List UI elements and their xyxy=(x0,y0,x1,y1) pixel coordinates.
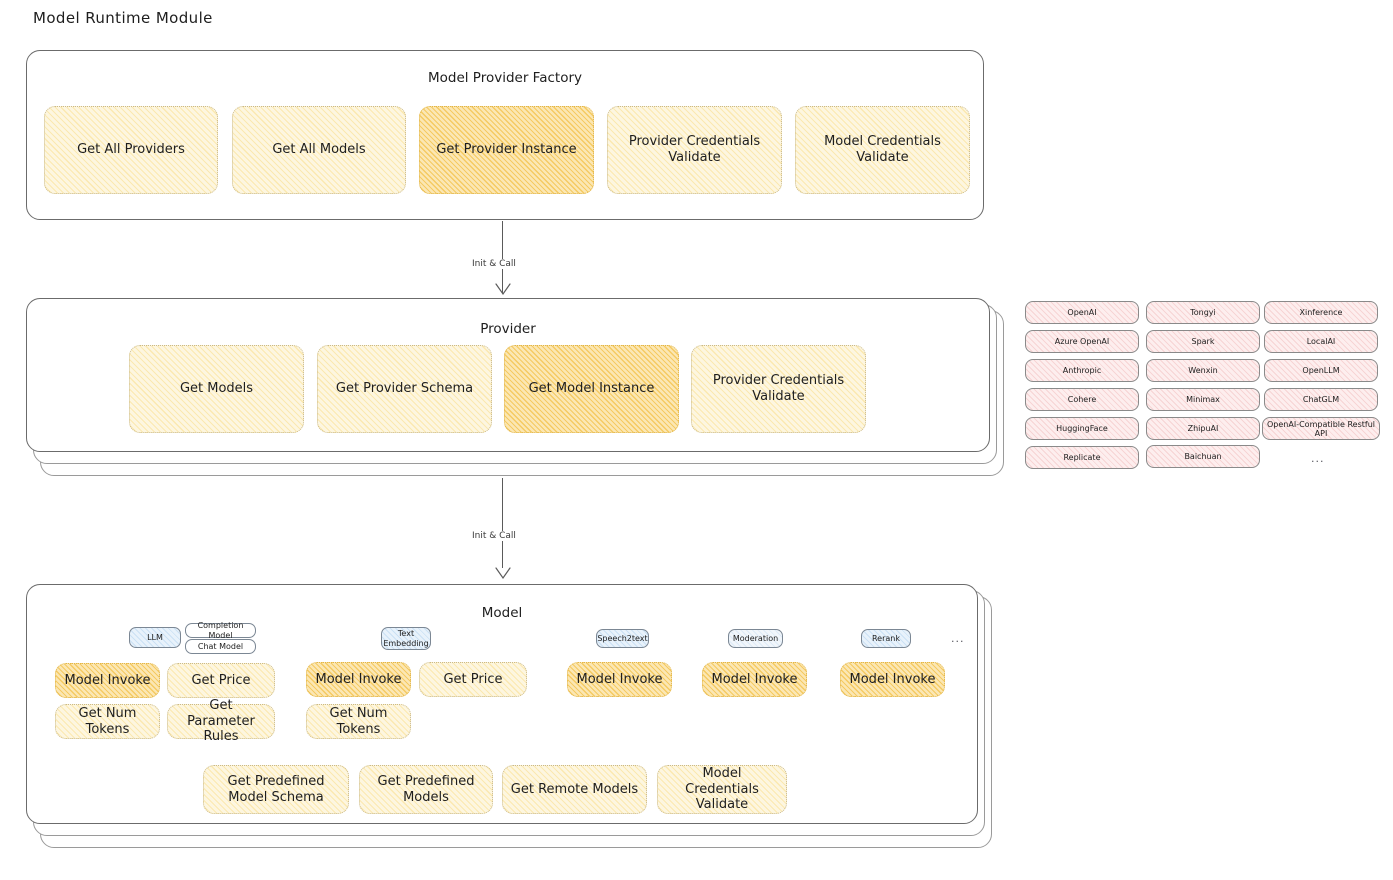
capability-pill-llm[interactable]: LLM xyxy=(129,627,181,648)
provider-pill-xinference[interactable]: Xinference xyxy=(1264,301,1378,324)
llm-box-get-price[interactable]: Get Price xyxy=(167,663,275,698)
factory-box-provider-credentials-validate[interactable]: Provider Credentials Validate xyxy=(607,106,782,194)
provider-pill-openai-compatible-restful-api[interactable]: OpenAI-Compatible Restful API xyxy=(1262,417,1380,440)
arrow-factory-to-provider-head xyxy=(495,283,511,296)
capability-pill-speech2text[interactable]: Speech2text xyxy=(596,629,649,648)
arrow-provider-to-model-head xyxy=(495,567,511,580)
capability-pill-text-embedding[interactable]: Text Embedding xyxy=(381,627,431,650)
arrow-factory-to-provider-label: Init & Call xyxy=(468,251,520,270)
capability-subpill-chat-model[interactable]: Chat Model xyxy=(185,639,256,654)
llm-box-get-parameter-rules[interactable]: Get Parameter Rules xyxy=(167,698,275,744)
provider-pill-chatglm[interactable]: ChatGLM xyxy=(1264,388,1378,411)
capability-pill-rerank[interactable]: Rerank xyxy=(861,629,911,648)
provider-pill-openai[interactable]: OpenAI xyxy=(1025,301,1139,324)
moderation-box-model-invoke[interactable]: Model Invoke xyxy=(702,662,807,697)
arrow-provider-to-model-label: Init & Call xyxy=(468,523,520,542)
model-title: Model xyxy=(481,605,523,621)
llm-box-get-num-tokens[interactable]: Get Num Tokens xyxy=(55,704,160,739)
arrow-label-text: Init & Call xyxy=(468,259,520,269)
text-embedding-box-get-price[interactable]: Get Price xyxy=(419,662,527,697)
provider-pill-localai[interactable]: LocalAI xyxy=(1264,330,1378,353)
page-title: Model Runtime Module xyxy=(33,9,213,27)
provider-box-get-model-instance[interactable]: Get Model Instance xyxy=(504,345,679,433)
provider-pill-zhipuai[interactable]: ZhipuAI xyxy=(1146,417,1260,440)
provider-box-provider-credentials-validate[interactable]: Provider Credentials Validate xyxy=(691,345,866,433)
capability-pill-moderation[interactable]: Moderation xyxy=(728,629,783,648)
llm-box-model-invoke[interactable]: Model Invoke xyxy=(55,663,160,698)
model-box-get-remote-models[interactable]: Get Remote Models xyxy=(502,765,647,814)
provider-pill-baichuan[interactable]: Baichuan xyxy=(1146,445,1260,468)
arrow-factory-to-provider-line xyxy=(502,221,504,293)
provider-pill-tongyi[interactable]: Tongyi xyxy=(1146,301,1260,324)
rerank-box-model-invoke[interactable]: Model Invoke xyxy=(840,662,945,697)
model-capabilities-more-ellipsis: ... xyxy=(951,632,965,645)
provider-pill-spark[interactable]: Spark xyxy=(1146,330,1260,353)
provider-pill-anthropic[interactable]: Anthropic xyxy=(1025,359,1139,382)
text-embedding-box-get-num-tokens[interactable]: Get Num Tokens xyxy=(306,704,411,739)
provider-box-get-provider-schema[interactable]: Get Provider Schema xyxy=(317,345,492,433)
model-box-model-credentials-validate[interactable]: Model Credentials Validate xyxy=(657,765,787,814)
provider-pill-cohere[interactable]: Cohere xyxy=(1025,388,1139,411)
provider-pill-azure-openai[interactable]: Azure OpenAI xyxy=(1025,330,1139,353)
provider-pill-minimax[interactable]: Minimax xyxy=(1146,388,1260,411)
provider-pill-huggingface[interactable]: HuggingFace xyxy=(1025,417,1139,440)
factory-box-get-all-providers[interactable]: Get All Providers xyxy=(44,106,218,194)
provider-box-get-models[interactable]: Get Models xyxy=(129,345,304,433)
provider-pill-replicate[interactable]: Replicate xyxy=(1025,446,1139,469)
arrow-label-text: Init & Call xyxy=(468,531,520,541)
factory-box-get-provider-instance[interactable]: Get Provider Instance xyxy=(419,106,594,194)
factory-box-model-credentials-validate[interactable]: Model Credentials Validate xyxy=(795,106,970,194)
speech2text-box-model-invoke[interactable]: Model Invoke xyxy=(567,662,672,697)
capability-subpill-completion-model[interactable]: Completion Model xyxy=(185,621,256,640)
model-box-get-predefined-models[interactable]: Get Predefined Models xyxy=(359,765,493,814)
provider-list-more-ellipsis: ... xyxy=(1311,452,1325,465)
factory-box-get-all-models[interactable]: Get All Models xyxy=(232,106,406,194)
provider-pill-wenxin[interactable]: Wenxin xyxy=(1146,359,1260,382)
provider-title: Provider xyxy=(480,321,536,337)
provider-pill-openllm[interactable]: OpenLLM xyxy=(1264,359,1378,382)
arrow-provider-to-model-line xyxy=(502,478,504,568)
model-provider-factory-title: Model Provider Factory xyxy=(427,70,582,86)
model-box-get-predefined-model-schema[interactable]: Get Predefined Model Schema xyxy=(203,765,349,814)
text-embedding-box-model-invoke[interactable]: Model Invoke xyxy=(306,662,411,697)
